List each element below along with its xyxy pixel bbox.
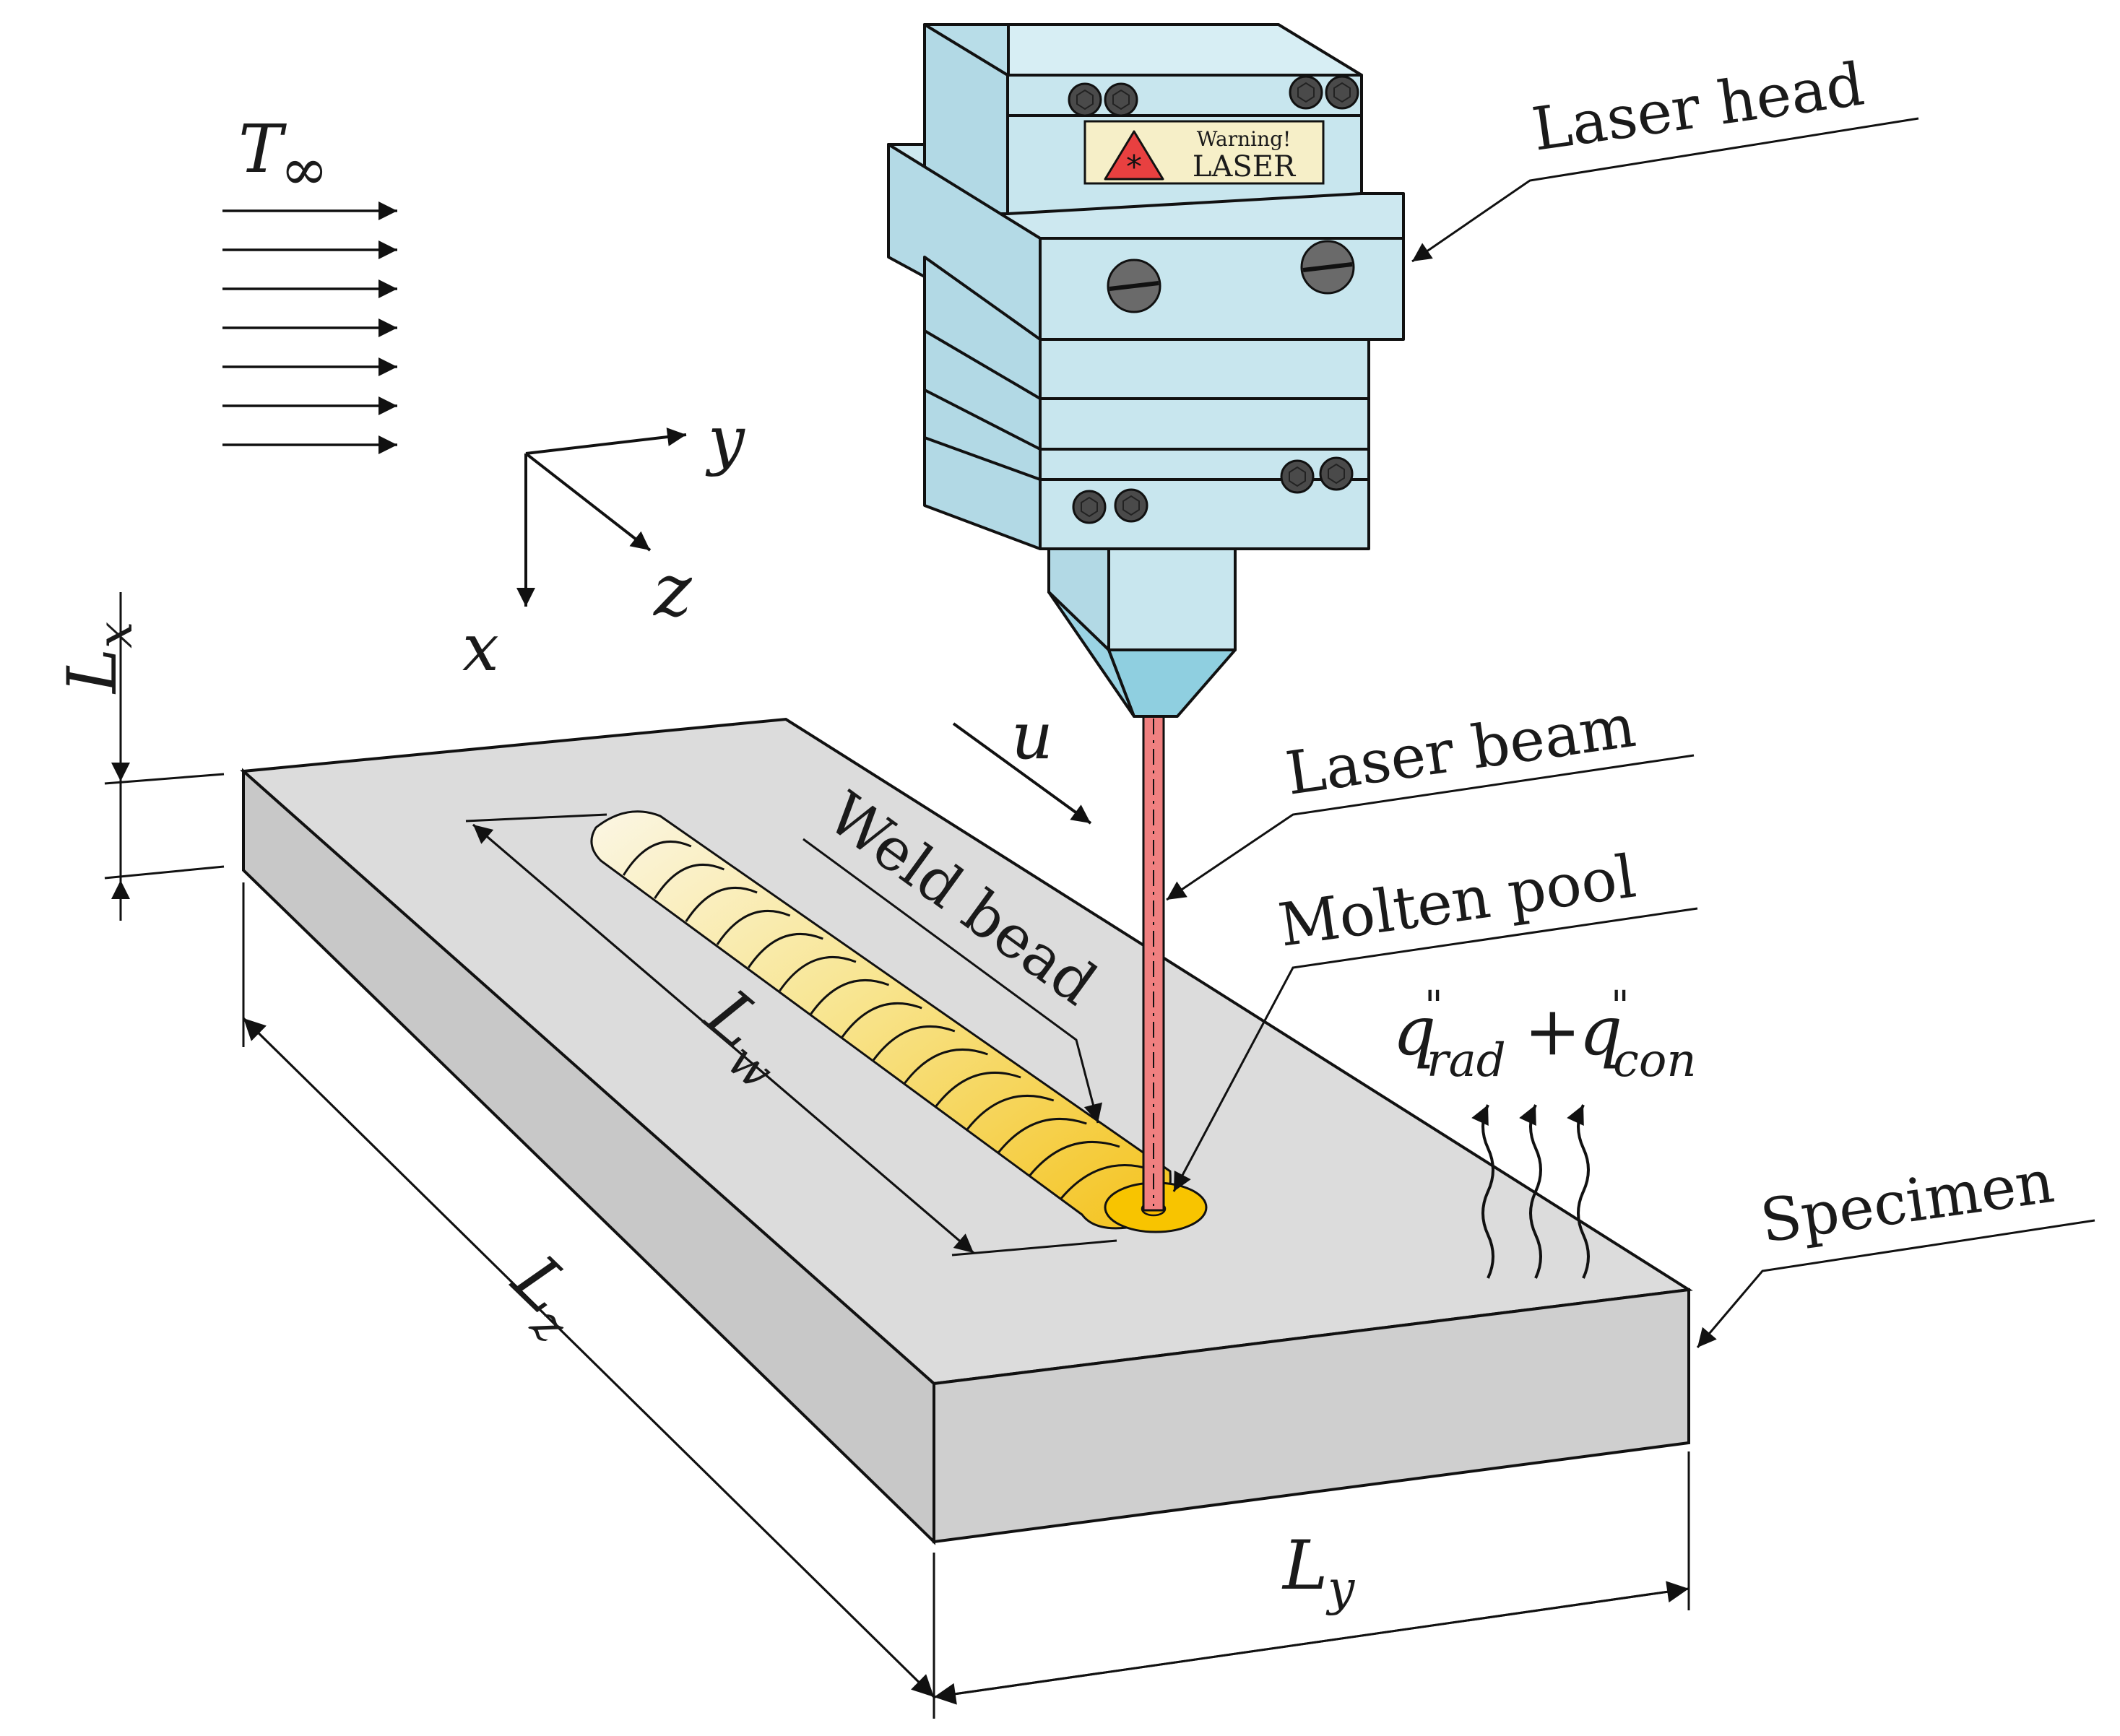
warning-title: Warning! (1197, 127, 1292, 151)
ambient-temperature-subscript: ∞ (280, 136, 329, 203)
warning-word: LASER (1193, 150, 1297, 183)
bead-ripple (779, 956, 857, 991)
heat-loss-arrows (1471, 1104, 1590, 1279)
bead-ripple (622, 841, 692, 876)
hex-screw-icon (1280, 459, 1315, 494)
nozzle-cone (1107, 648, 1237, 718)
weld-bead-ripples (622, 841, 1154, 1199)
bead-ripple (1029, 1141, 1120, 1176)
heat-loss-arrow-icon (1519, 1104, 1542, 1279)
heat-loss-label: q " rad + q " con (1393, 983, 1697, 1088)
hex-screw-icon (1325, 75, 1359, 110)
leader-weld-bead (802, 838, 1103, 1124)
bead-ripple (966, 1095, 1055, 1130)
hex-socket (1289, 466, 1306, 487)
axis-y-label: y (705, 402, 745, 478)
plus-sign: + (1524, 992, 1581, 1071)
hex-socket (1333, 82, 1351, 103)
hex-screw-icon (1114, 488, 1148, 523)
velocity-label: u (1011, 698, 1053, 774)
hex-socket (1122, 495, 1140, 516)
warning-asterisk-icon: * (1126, 149, 1142, 186)
leader-molten-pool (1172, 907, 1698, 1192)
axis-x-label: x (462, 610, 499, 686)
hex-screw-icon (1319, 456, 1354, 491)
heat-loss-arrow-icon (1471, 1104, 1494, 1279)
hex-socket (1112, 89, 1130, 110)
dimension-ly (933, 1451, 1690, 1705)
coordinate-axes (516, 428, 687, 607)
q-con-symbol: q (1579, 992, 1622, 1071)
hex-socket (1076, 89, 1094, 110)
warning-plate: * Warning! LASER (1083, 120, 1325, 186)
leader-lines (802, 117, 2095, 1348)
bead-ripple (748, 933, 823, 968)
bead-ripple (935, 1072, 1021, 1107)
screw-slot (1302, 262, 1353, 272)
hex-socket (1081, 496, 1098, 518)
label-laser-beam: Laser beam (1282, 692, 1640, 809)
dimension-lw (465, 813, 1117, 1257)
hex-screw-icon (1289, 75, 1323, 110)
bead-ripple (810, 979, 890, 1015)
label-laser-head: Laser head (1528, 50, 1869, 164)
hex-screw-icon (1104, 82, 1138, 117)
heat-loss-arrow-icon (1567, 1104, 1590, 1279)
bead-ripple (873, 1025, 956, 1061)
bead-ripple (716, 910, 791, 945)
velocity-arrow (952, 722, 1092, 825)
axis-z-line (524, 452, 652, 552)
ambient-flow-arrows (222, 201, 397, 454)
q-con-prime: " (1611, 983, 1630, 1030)
bead-ripple (998, 1118, 1087, 1153)
ambient-temperature-symbol: T (238, 110, 287, 188)
bead-ripple (904, 1049, 988, 1084)
label-specimen: Specimen (1757, 1147, 2059, 1257)
bead-ripple (654, 864, 725, 899)
q-rad-subscript: rad (1427, 1034, 1506, 1088)
bead-ripple (841, 1002, 922, 1038)
nozzle-body (1107, 547, 1237, 651)
screw-slot (1109, 281, 1159, 291)
dimension-lx-symbol: L (53, 648, 132, 695)
bead-ripple (1060, 1164, 1154, 1199)
dimension-lx-subscript: x (87, 622, 143, 648)
axis-y-line (525, 428, 687, 455)
dimension-ly-subscript: y (1325, 1561, 1355, 1616)
leader-laser-beam (1166, 754, 1695, 901)
dimension-lx (104, 592, 225, 921)
q-rad-symbol: q (1393, 992, 1436, 1071)
hex-screw-icon (1068, 82, 1102, 117)
laser-beam-shape (1142, 712, 1165, 1212)
hex-socket (1297, 82, 1315, 103)
axis-z-label: z (653, 548, 693, 633)
hex-screw-icon (1072, 490, 1107, 524)
warning-triangle-icon (1104, 130, 1164, 181)
q-rad-prime: " (1424, 983, 1443, 1030)
leader-laser-head (1411, 117, 1919, 263)
leader-specimen (1696, 1219, 2095, 1348)
dimension-ly-symbol: L (1281, 1527, 1328, 1605)
specimen-right-face (933, 1288, 1690, 1544)
q-con-subscript: con (1613, 1034, 1697, 1088)
bead-ripple (685, 887, 758, 922)
hex-socket (1328, 463, 1345, 485)
head-screws (1068, 75, 1359, 524)
